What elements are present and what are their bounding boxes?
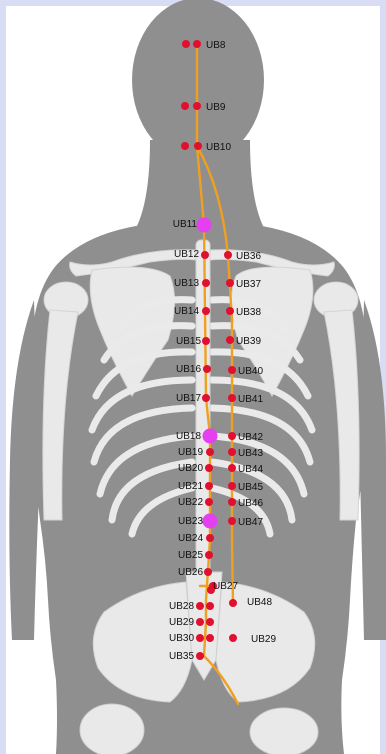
point-label: UB30	[169, 633, 194, 644]
point-label: UB47	[238, 517, 263, 528]
point-dot	[206, 448, 214, 456]
point-label: UB43	[238, 448, 263, 459]
point-dot	[206, 618, 214, 626]
point-dot	[229, 634, 237, 642]
point-label: UB25	[178, 550, 203, 561]
right-arm	[360, 300, 386, 640]
point-label: UB19	[178, 447, 203, 458]
key-point-dot	[203, 514, 218, 529]
point-label: UB11	[173, 219, 198, 230]
point-label: UB21	[178, 481, 203, 492]
point-dot	[204, 568, 212, 576]
point-dot	[206, 634, 214, 642]
point-dot	[193, 40, 201, 48]
point-label: UB10	[206, 142, 231, 153]
acupoint-ub27: UB27	[209, 581, 238, 592]
point-label: UB12	[174, 249, 199, 260]
point-dot	[229, 599, 237, 607]
point-dot	[196, 618, 204, 626]
left-hip-joint	[80, 704, 144, 754]
point-label: UB23	[178, 516, 203, 527]
point-dot	[228, 394, 236, 402]
point-label: UB36	[236, 251, 261, 262]
point-dot	[196, 602, 204, 610]
point-dot	[194, 142, 202, 150]
point-label: UB26	[178, 567, 203, 578]
point-dot	[228, 482, 236, 490]
point-dot	[202, 279, 210, 287]
point-label: UB38	[236, 307, 261, 318]
point-dot	[196, 634, 204, 642]
point-label: UB35	[169, 651, 194, 662]
point-dot	[202, 394, 210, 402]
point-label: UB15	[176, 336, 201, 347]
point-dot	[205, 498, 213, 506]
point-label: UB41	[238, 394, 263, 405]
point-label: UB8	[206, 40, 226, 51]
point-dot	[181, 102, 189, 110]
point-dot	[202, 307, 210, 315]
point-dot	[202, 337, 210, 345]
point-dot	[196, 652, 204, 660]
point-label: UB14	[174, 306, 199, 317]
point-label: UB40	[238, 366, 263, 377]
point-label: UB44	[238, 464, 263, 475]
key-point-dot	[203, 429, 218, 444]
point-label: UB29	[169, 617, 194, 628]
point-dot	[228, 464, 236, 472]
point-label: UB20	[178, 463, 203, 474]
point-dot	[228, 517, 236, 525]
point-dot	[228, 366, 236, 374]
point-dot	[205, 551, 213, 559]
point-label: UB29	[251, 634, 276, 645]
point-dot	[203, 365, 211, 373]
point-dot	[226, 336, 234, 344]
point-dot	[206, 602, 214, 610]
point-dot	[226, 279, 234, 287]
point-label: UB45	[238, 482, 263, 493]
point-label: UB17	[176, 393, 201, 404]
point-dot	[201, 251, 209, 259]
point-label: UB24	[178, 533, 203, 544]
point-label: UB18	[176, 431, 201, 442]
right-hip-joint	[250, 708, 318, 754]
point-dot	[206, 534, 214, 542]
point-label: UB27	[213, 581, 238, 592]
point-label: UB37	[236, 279, 261, 290]
point-dot	[182, 40, 190, 48]
acupoint-ub23: UB23	[178, 514, 218, 529]
point-label: UB28	[169, 601, 194, 612]
point-label: UB22	[178, 497, 203, 508]
point-dot	[228, 448, 236, 456]
point-dot	[205, 464, 213, 472]
key-point-dot	[197, 218, 212, 233]
point-label: UB48	[247, 597, 272, 608]
point-dot	[181, 142, 189, 150]
point-dot	[228, 432, 236, 440]
point-dot	[193, 102, 201, 110]
point-dot	[224, 251, 232, 259]
point-label: UB39	[236, 336, 261, 347]
point-label: UB16	[176, 364, 201, 375]
point-dot	[228, 498, 236, 506]
point-dot	[205, 482, 213, 490]
point-dot	[226, 307, 234, 315]
point-label: UB9	[206, 102, 226, 113]
point-label: UB46	[238, 498, 263, 509]
acupoint-ub18: UB18	[176, 429, 218, 444]
point-label: UB13	[174, 278, 199, 289]
point-label: UB42	[238, 432, 263, 443]
